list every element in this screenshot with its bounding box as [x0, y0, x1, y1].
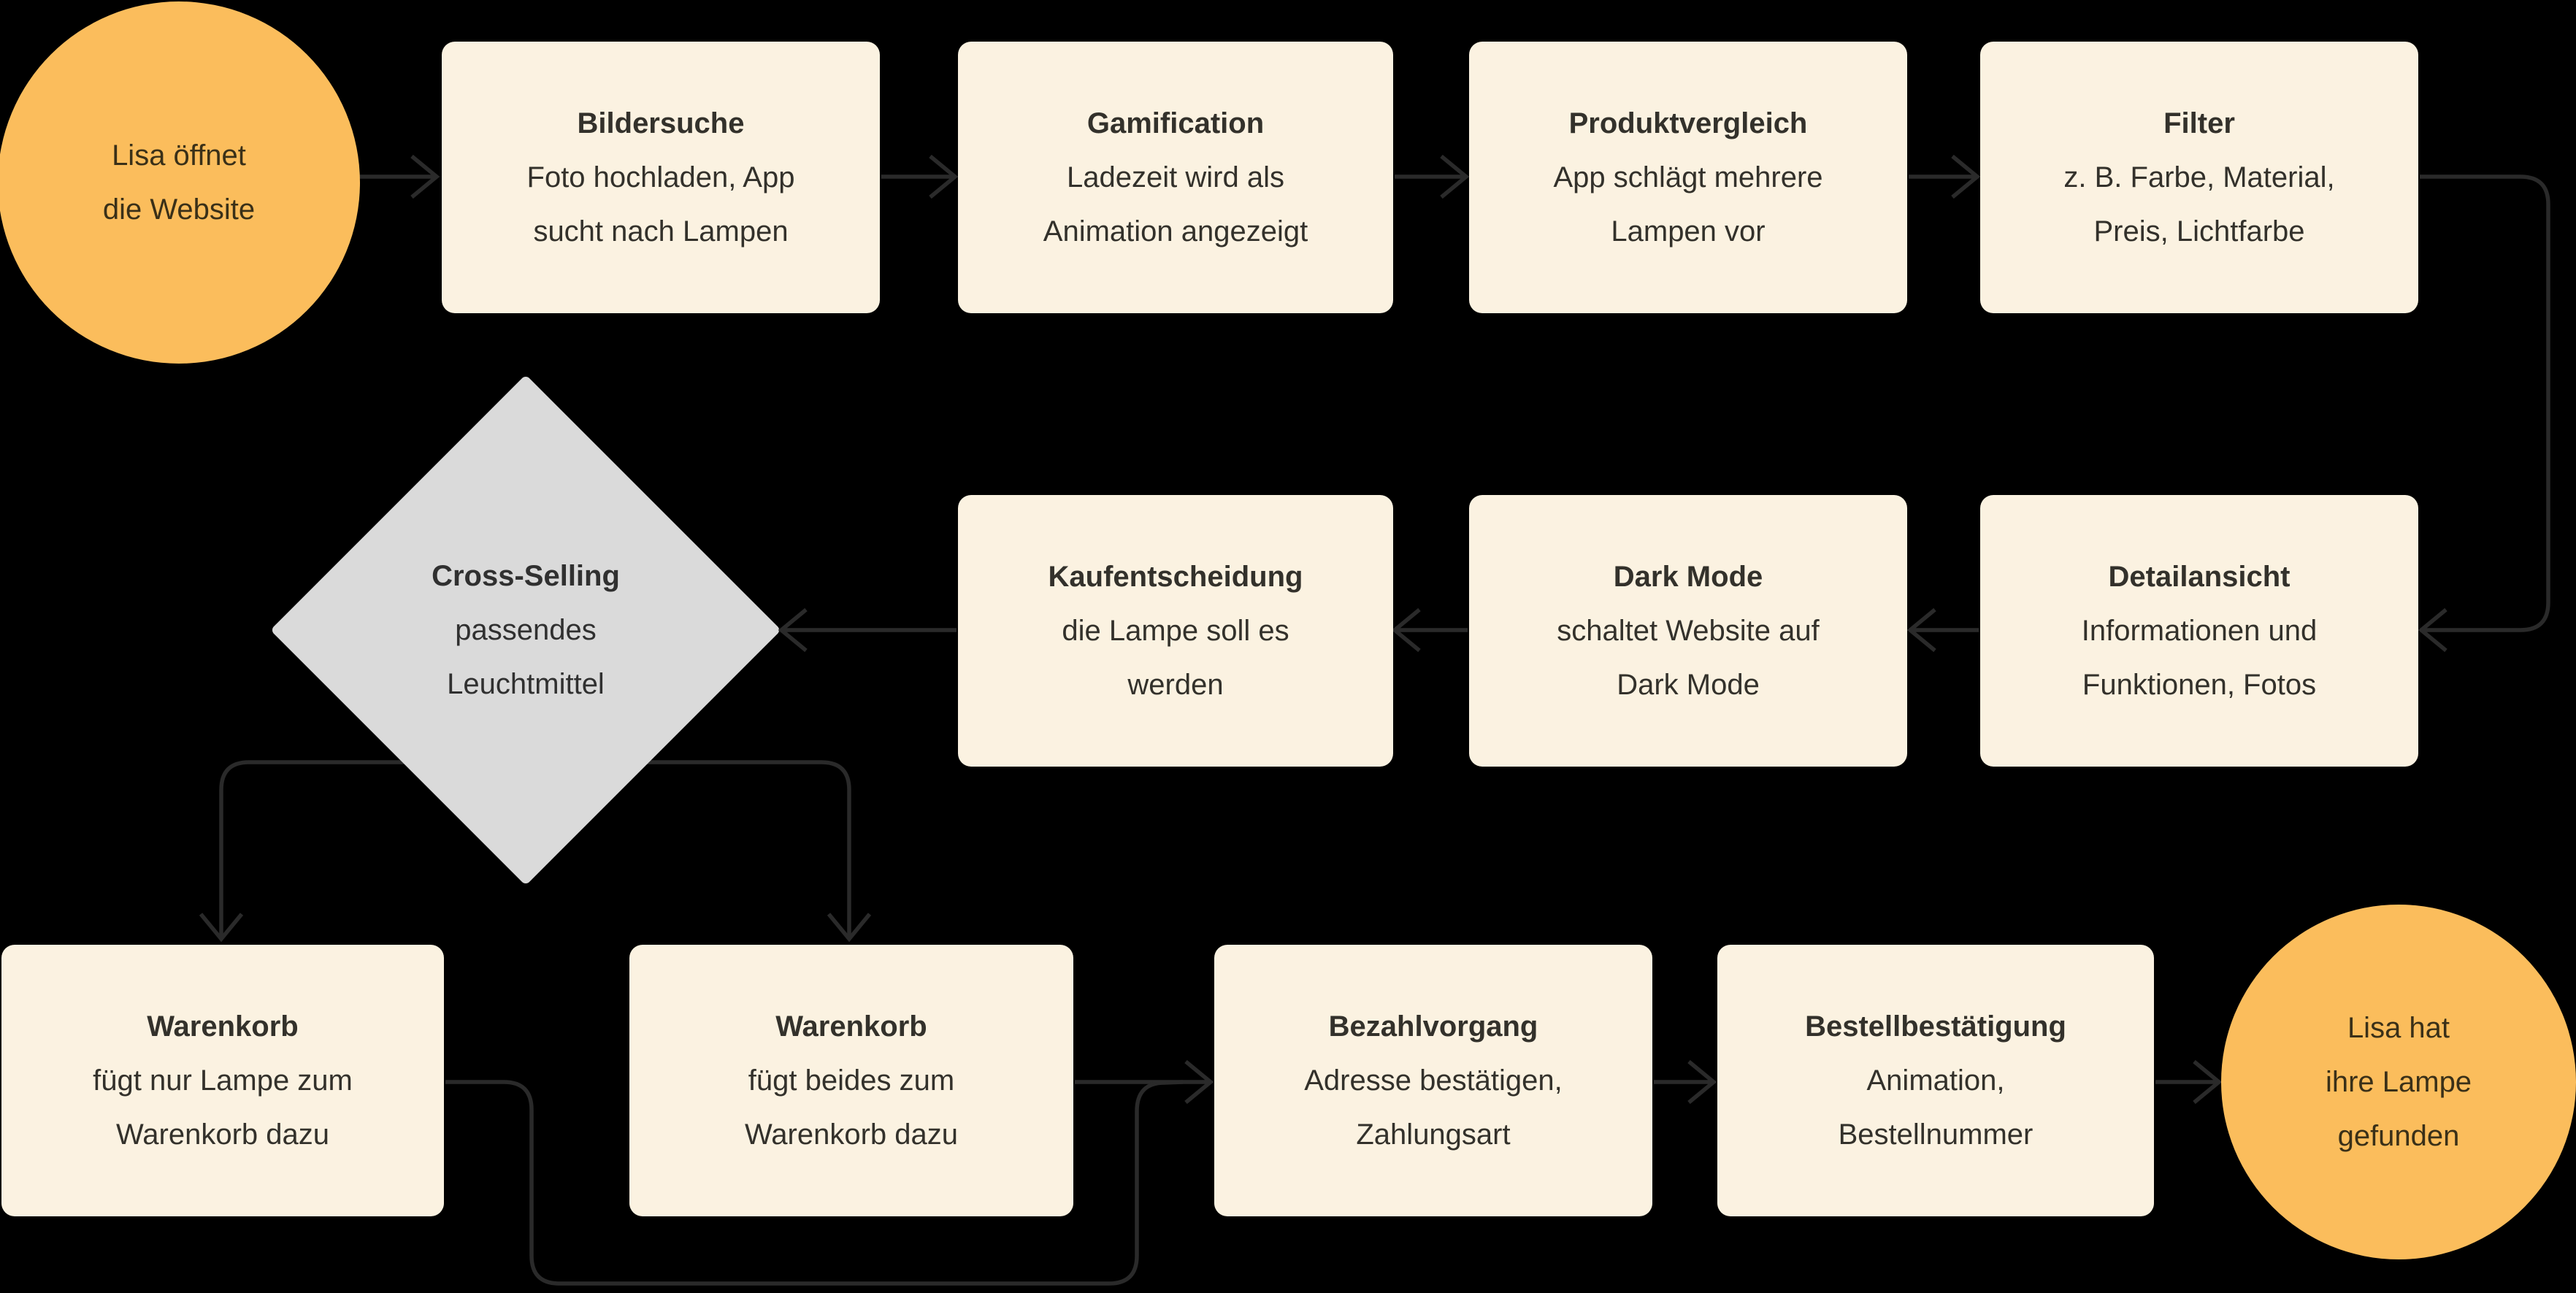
node-body-line: Preis, Lichtfarbe — [2093, 215, 2305, 248]
node-start-circle: Lisa öffnet die Website — [0, 1, 360, 364]
node-body-line: passendes — [455, 614, 597, 646]
node-body-line: Informationen und — [2081, 615, 2318, 647]
edge-bestellbestaetigung-end — [2155, 1059, 2223, 1105]
edge-head-warenkorb-beides — [827, 913, 872, 943]
node-cross-selling: Cross-Selling passendes Leuchtmittel — [361, 549, 690, 711]
node-body-line: die Lampe soll es — [1062, 615, 1289, 647]
node-title: Bildersuche — [577, 107, 745, 139]
node-start-line: die Website — [102, 193, 256, 226]
node-start-line: Lisa öffnet — [112, 139, 246, 172]
node-body-line: Foto hochladen, App — [526, 161, 795, 193]
node-title: Filter — [2163, 107, 2235, 139]
node-body-line: Dark Mode — [1617, 669, 1760, 701]
node-body-line: sucht nach Lampen — [533, 215, 789, 248]
node-body-line: Warenkorb dazu — [745, 1119, 958, 1151]
edge-head-warenkorb-lampe — [199, 913, 244, 943]
node-detailansicht: Detailansicht Informationen und Funktion… — [1980, 495, 2418, 767]
edge-start-bildersuche — [358, 154, 440, 199]
node-body-line: werden — [1127, 669, 1224, 701]
edge-kaufentscheidung-crossselling — [778, 607, 957, 653]
node-end-circle: Lisa hat ihre Lampe gefunden — [2221, 905, 2576, 1259]
node-title: Kaufentscheidung — [1048, 561, 1303, 593]
node-body-line: App schlägt mehrere — [1553, 161, 1823, 193]
node-body-line: Warenkorb dazu — [116, 1119, 329, 1151]
node-gamification: Gamification Ladezeit wird als Animation… — [958, 42, 1393, 313]
node-title: Bezahlvorgang — [1328, 1010, 1538, 1043]
edge-warenkorblampe-loop-bezahlvorgang — [445, 1080, 1184, 1286]
node-title: Warenkorb — [147, 1010, 299, 1043]
node-title: Warenkorb — [775, 1010, 927, 1043]
node-end-line: gefunden — [2337, 1120, 2460, 1152]
node-body-line: z. B. Farbe, Material, — [2063, 161, 2335, 193]
node-body-line: Bestellnummer — [1838, 1119, 2033, 1151]
node-warenkorb-beides: Warenkorb fügt beides zum Warenkorb dazu — [629, 945, 1073, 1216]
node-title: Cross-Selling — [432, 560, 620, 592]
node-produktvergleich: Produktvergleich App schlägt mehrere Lam… — [1469, 42, 1907, 313]
node-filter: Filter z. B. Farbe, Material, Preis, Lic… — [1980, 42, 2418, 313]
edge-warenkorbbeides-bezahlvorgang — [1075, 1059, 1214, 1105]
node-bildersuche: Bildersuche Foto hochladen, App sucht na… — [442, 42, 880, 313]
node-body-line: Ladezeit wird als — [1067, 161, 1284, 193]
node-title: Detailansicht — [2108, 561, 2291, 593]
node-dark-mode: Dark Mode schaltet Website auf Dark Mode — [1469, 495, 1907, 767]
edge-bildersuche-gamification — [881, 154, 959, 199]
node-body-line: fügt beides zum — [748, 1064, 955, 1097]
edge-produktvergleich-filter — [1909, 154, 1981, 199]
node-bezahlvorgang: Bezahlvorgang Adresse bestätigen, Zahlun… — [1214, 945, 1652, 1216]
node-title: Dark Mode — [1613, 561, 1763, 593]
edge-filter-detailansicht — [2418, 174, 2550, 653]
node-body-line: Leuchtmittel — [447, 668, 605, 700]
node-warenkorb-lampe: Warenkorb fügt nur Lampe zum Warenkorb d… — [1, 945, 444, 1216]
node-title: Gamification — [1086, 107, 1265, 139]
node-body-line: Animation, — [1866, 1064, 2005, 1097]
node-body-line: fügt nur Lampe zum — [93, 1064, 353, 1097]
edge-darkmode-kaufentscheidung — [1391, 607, 1468, 653]
node-body-line: Adresse bestätigen, — [1304, 1064, 1563, 1097]
node-body-line: Animation angezeigt — [1043, 215, 1308, 248]
node-title: Produktvergleich — [1568, 107, 1808, 139]
node-title: Bestellbestätigung — [1805, 1010, 2066, 1043]
node-body-line: Funktionen, Fotos — [2082, 669, 2317, 701]
node-end-line: ihre Lampe — [2325, 1066, 2472, 1098]
node-end-line: Lisa hat — [2347, 1012, 2450, 1044]
node-body-line: Zahlungsart — [1356, 1119, 1511, 1151]
node-body-line: Lampen vor — [1611, 215, 1766, 248]
edge-bezahlvorgang-bestellbestaetigung — [1654, 1059, 1717, 1105]
edge-gamification-produktvergleich — [1395, 154, 1470, 199]
edge-detailansicht-darkmode — [1906, 607, 1979, 653]
node-kaufentscheidung: Kaufentscheidung die Lampe soll es werde… — [958, 495, 1393, 767]
node-bestellbestaetigung: Bestellbestätigung Animation, Bestellnum… — [1717, 945, 2154, 1216]
diamond-cross-selling — [272, 377, 779, 883]
node-body-line: schaltet Website auf — [1557, 615, 1820, 647]
